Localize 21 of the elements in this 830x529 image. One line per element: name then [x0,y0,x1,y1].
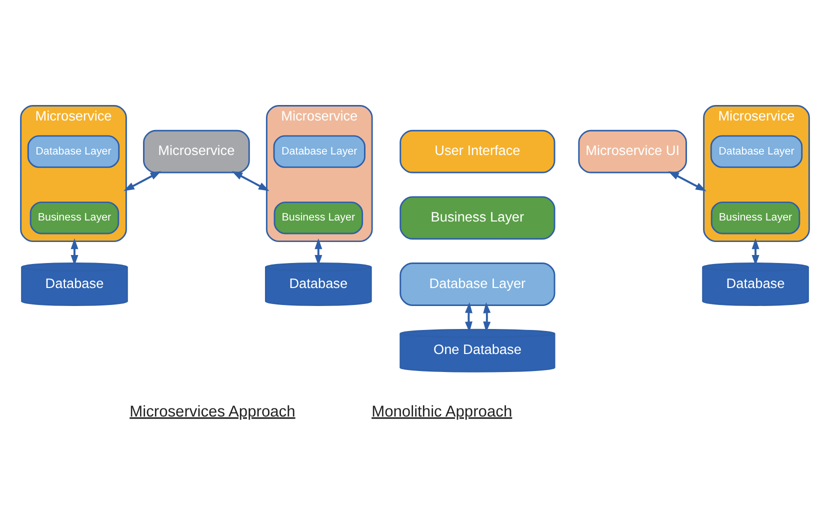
node-box: Database Layer [400,262,556,306]
label: Microservices Approach [130,403,296,420]
node-box: Business Layer [274,202,364,234]
arrow [464,302,472,332]
arrow [124,171,162,192]
node-box: Microservice UI [578,130,687,174]
arrow [752,238,760,266]
node-box: Microservice [143,130,250,174]
node-box: Business Layer [710,202,800,234]
arrow [70,238,78,266]
label: Monolithic Approach [372,403,512,420]
node-box: Business Layer [30,202,120,234]
node-box: Database Layer [273,135,366,168]
arrow [232,171,270,192]
node-box: Database Layer [710,135,803,168]
arrow [668,171,706,192]
arrow [314,238,322,266]
arrow [483,302,491,332]
node-box: User Interface [400,130,556,174]
node-box: Business Layer [400,196,556,240]
node-box: Database Layer [27,135,120,168]
